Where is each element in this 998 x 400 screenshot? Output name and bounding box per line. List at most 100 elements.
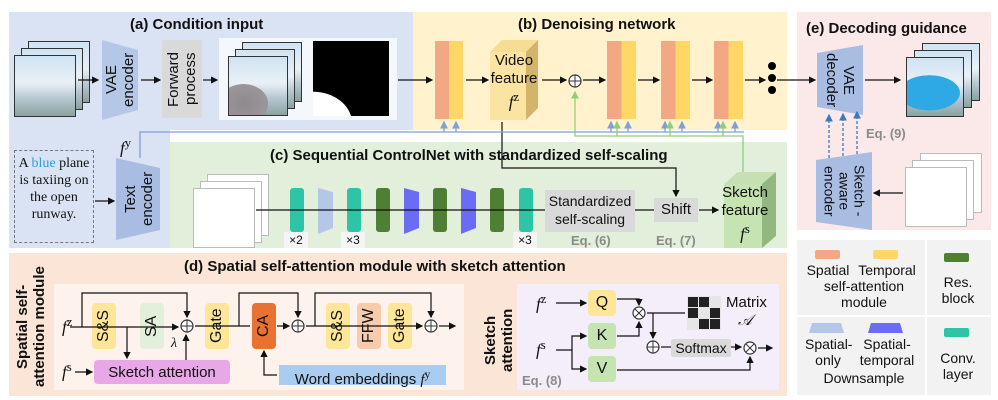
v-block: V — [588, 356, 616, 382]
vae-encoder-label: VAE encoder — [103, 52, 137, 108]
eq9-label: Eq. (9) — [866, 126, 906, 141]
legend-swatch-spatial-only — [809, 323, 844, 333]
fs-sup: s — [744, 222, 750, 236]
add-node-d1 — [180, 319, 194, 333]
video-feature-cube — [490, 40, 538, 120]
ssam-block-2 — [607, 41, 636, 119]
sketch-feature-text: Sketch feature — [721, 184, 769, 219]
text-encoder-label: Text encoder — [122, 171, 156, 227]
sketch-aware-encoder-label: Sketch -aware encoder — [821, 165, 868, 217]
legend-swatch-temporal — [873, 250, 898, 259]
downsample-spatial-temporal-2 — [461, 188, 476, 234]
forward-process-label: Forward process — [165, 51, 199, 107]
sketch-attention-block: Sketch attention — [94, 360, 230, 384]
legend-divider-h — [797, 315, 991, 317]
word-embeddings-block: Word embeddings fy — [279, 365, 446, 388]
fy-sup: y — [124, 136, 132, 150]
multiply-node-v — [743, 341, 757, 355]
eq8-label: Eq. (8) — [522, 373, 562, 388]
vae-decoder-label: VAE decoder — [823, 52, 857, 108]
legend-label-spatial-temporal: Spatial- temporal — [859, 336, 915, 368]
repeat-label-x3-b: ×3 — [513, 232, 537, 248]
fs-f: f — [740, 224, 745, 244]
fy-sup-d: y — [424, 369, 431, 381]
sketch-attention-side-label: Sketch attention — [482, 308, 516, 372]
forward-process-box — [162, 40, 202, 118]
prompt-text-start: A — [18, 156, 32, 171]
fz-label-sa: fz — [536, 292, 546, 315]
add-node-d2 — [291, 319, 305, 333]
sketch-aware-encoder-shape — [816, 152, 872, 230]
matrix-symbol: 𝒜 — [738, 313, 753, 329]
panel-a-title: (a) Condition input — [130, 16, 264, 33]
matrix-icon — [687, 296, 721, 330]
fy-f-d: f — [420, 372, 425, 388]
shift-label: Shift — [660, 201, 691, 218]
downsample-spatial-temporal-1 — [404, 188, 419, 234]
panel-legend — [797, 240, 991, 395]
shift-box — [654, 198, 698, 222]
text-prompt-box: A blue plane is taxiing on the open runw… — [14, 150, 94, 243]
video-feature-label: Video feature fz — [486, 52, 542, 112]
fs-sup-d: s — [66, 360, 72, 374]
conv-layer-2 — [347, 188, 361, 232]
mask-frame — [313, 41, 389, 116]
fs-sup-sa: s — [540, 338, 546, 352]
matrix-label: Matrix — [726, 294, 767, 311]
q-block: Q — [588, 290, 616, 316]
side-label-spatial-attention: Spatial self-attention module — [14, 266, 48, 388]
sketch-feature-label: Sketch feature fs — [720, 184, 770, 244]
prompt-text-end: plane is taxiing on the open runway. — [19, 156, 90, 222]
legend-label-downsample: Downsample — [823, 370, 905, 386]
res-block-1 — [376, 188, 390, 232]
output-video-frame — [906, 57, 964, 117]
legend-label-temporal: Temporal — [858, 262, 916, 278]
legend-swatch-res-block — [944, 253, 969, 262]
multiply-node-qk — [632, 306, 646, 320]
gap-strip — [170, 130, 787, 142]
fs-f-sa: f — [536, 340, 541, 360]
fz-symbol: fz — [486, 88, 542, 112]
gate-block-2: Gate — [388, 303, 412, 349]
ca-block: CA — [252, 303, 276, 349]
gate-block-1: Gate — [205, 303, 229, 349]
noisy-video-frame — [228, 56, 288, 116]
fz-f-d: f — [62, 317, 67, 337]
legend-divider-v — [925, 240, 927, 395]
eq7-label: Eq. (7) — [656, 233, 696, 248]
add-node-d3 — [424, 319, 438, 333]
fy-symbol-d: fy — [420, 369, 431, 388]
standardized-self-scaling-label: Standardized self-scaling — [548, 193, 632, 227]
ssam-block-4 — [714, 41, 743, 119]
fs-label-d: fs — [62, 360, 72, 383]
repeat-label-x3-a: ×3 — [341, 232, 365, 248]
ssam-block-3 — [661, 41, 690, 119]
legend-label-conv-layer: Conv. layer — [940, 350, 976, 382]
guide-sketch-frame — [905, 167, 967, 227]
legend-swatch-spatial — [815, 250, 840, 259]
softmax-block: Softmax — [671, 339, 731, 357]
conv-layer-1 — [290, 188, 304, 232]
fs-f-d: f — [62, 362, 67, 382]
fz-label-d: fz — [62, 315, 72, 338]
video-feature-text: Video feature — [490, 52, 538, 87]
lambda-label: λ — [171, 336, 178, 351]
fz-sup-sa: z — [540, 292, 547, 306]
input-video-frame — [14, 55, 76, 117]
vae-encoder-shape — [102, 40, 138, 120]
panel-e-title: (e) Decoding guidance — [806, 20, 967, 37]
res-block-3 — [490, 188, 504, 232]
legend-swatch-conv — [944, 328, 969, 337]
k-block: K — [588, 323, 616, 349]
fz-f-sa: f — [536, 294, 541, 314]
downsample-spatial-only — [318, 188, 333, 234]
add-node-b — [568, 74, 582, 88]
ffw-block: FFW — [357, 303, 381, 349]
ellipsis-icon — [768, 62, 776, 94]
legend-label-spatial-only: Spatial- only — [805, 336, 853, 368]
fs-label-sa: fs — [536, 338, 546, 361]
legend-label-spatial: Spatial — [806, 262, 850, 278]
legend-label-ssam: self-attention module — [823, 278, 905, 310]
prompt-highlight-word: blue — [31, 156, 56, 171]
fz-f: f — [508, 92, 514, 112]
